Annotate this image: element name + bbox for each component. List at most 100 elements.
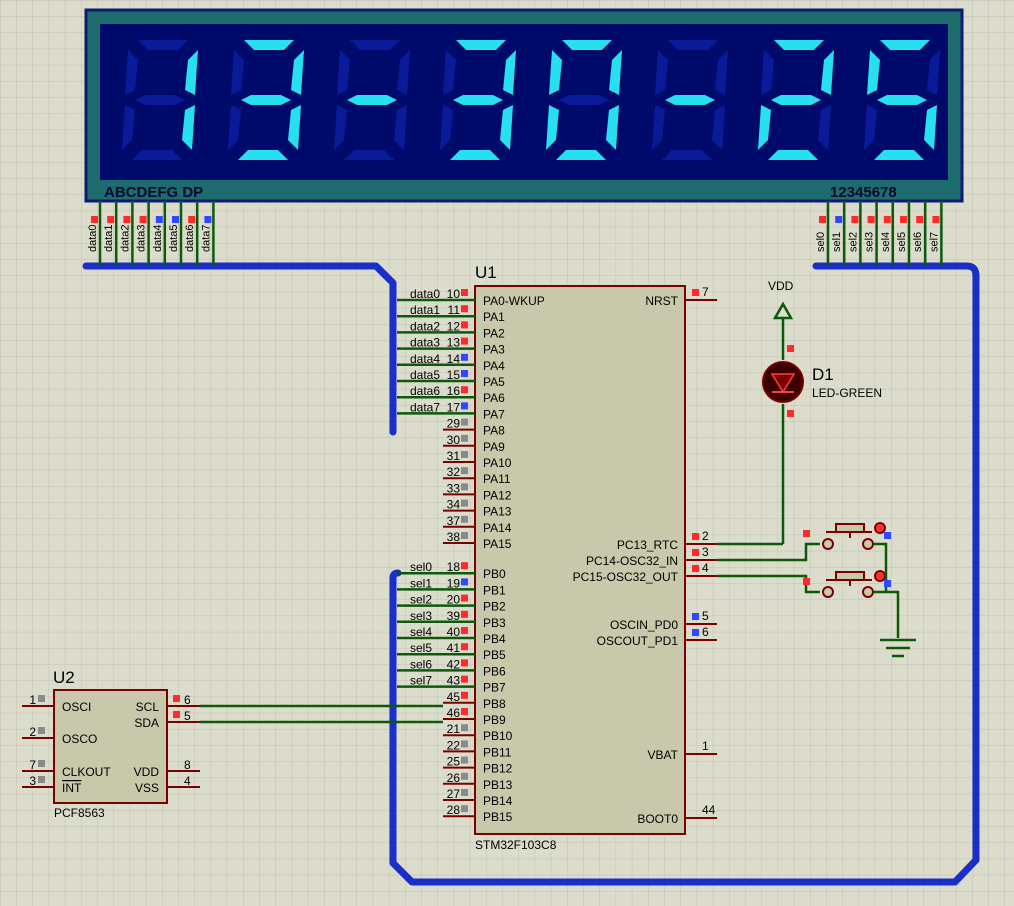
segment-a [562, 40, 612, 50]
segment-a [350, 40, 400, 50]
segment-c [924, 105, 937, 150]
digit-5 [546, 40, 622, 160]
segment-a [138, 40, 188, 50]
display-pin-data7[interactable]: data7 [200, 201, 215, 266]
svg-text:data2: data2 [119, 224, 131, 252]
display-pin-sel3[interactable]: sel3 [864, 201, 878, 266]
svg-text:7: 7 [702, 285, 709, 299]
display-pin-data2[interactable]: data2 [119, 201, 134, 266]
display-pin-sel6[interactable]: sel6 [912, 201, 927, 266]
svg-text:38: 38 [447, 530, 461, 544]
svg-text:PA0-WKUP: PA0-WKUP [483, 294, 545, 308]
display-pin-sel1[interactable]: sel1 [831, 201, 846, 266]
svg-text:19: 19 [447, 576, 461, 590]
button-1[interactable] [822, 522, 886, 550]
display-pin-sel7[interactable]: sel7 [928, 201, 943, 266]
display-pin-data6[interactable]: data6 [184, 201, 199, 266]
display-pin-sel4[interactable]: sel4 [880, 201, 895, 266]
display-pin-data5[interactable]: data5 [168, 201, 183, 266]
led-d1[interactable]: VDD D1 LED-GREEN [762, 279, 882, 544]
sel-bus[interactable] [389, 262, 980, 886]
svg-text:VDD: VDD [134, 765, 160, 779]
svg-text:13: 13 [447, 336, 461, 350]
display-pin-data1[interactable]: data1 [103, 201, 118, 266]
segment-f [867, 50, 880, 95]
svg-text:PA7: PA7 [483, 407, 505, 421]
segment-c [712, 105, 725, 150]
svg-text:NRST: NRST [645, 294, 678, 308]
bus-lines[interactable] [82, 262, 980, 886]
svg-text:data1: data1 [410, 303, 440, 317]
display-pin-data3[interactable]: data3 [136, 201, 150, 266]
u1-body [474, 285, 686, 835]
display-pin-sel2[interactable]: sel2 [847, 201, 862, 266]
push-buttons[interactable] [717, 522, 916, 658]
svg-text:SDA: SDA [134, 716, 159, 730]
data-bus[interactable] [82, 262, 397, 436]
svg-text:PA1: PA1 [483, 310, 505, 324]
display-pin-data4[interactable]: data4 [152, 201, 167, 266]
display-pin-data0[interactable]: data0 [87, 201, 102, 266]
button-pin-2 [884, 580, 891, 587]
display-pin-sel5[interactable]: sel5 [896, 201, 911, 266]
i2c-wires[interactable] [200, 704, 443, 724]
svg-text:PA8: PA8 [483, 424, 505, 438]
ground-wire [886, 590, 900, 638]
segment-b [291, 50, 304, 95]
svg-text:sel2: sel2 [847, 232, 859, 252]
svg-text:31: 31 [447, 449, 461, 463]
display-pin-sel0[interactable]: sel0 [815, 201, 830, 266]
